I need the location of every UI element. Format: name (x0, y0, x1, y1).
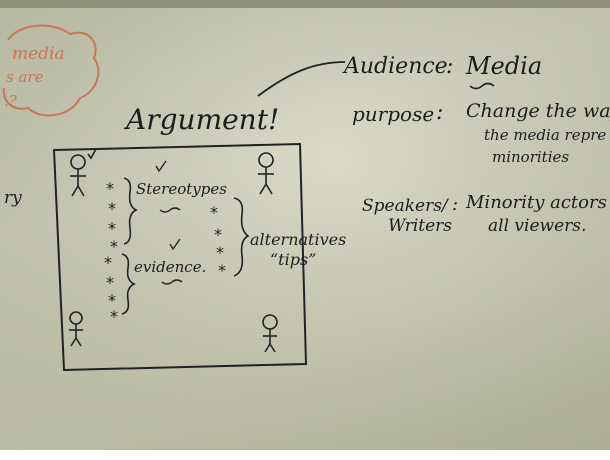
brace-evidence (121, 253, 136, 315)
svg-text:*: * (106, 179, 114, 198)
squiggle-stereotypes (159, 207, 181, 213)
purpose-line-1: Change the way (466, 100, 610, 122)
bottom-border (0, 450, 610, 460)
bubble-text-line-2: s are (6, 68, 44, 86)
argument-title: Argument! (126, 103, 280, 136)
stick-figure-bottom-left (69, 311, 83, 347)
asterisk-list-stereotypes: * * * * (106, 179, 118, 256)
check-evidence (169, 238, 181, 251)
svg-text:*: * (110, 237, 118, 256)
brace-stereotypes (123, 177, 138, 245)
bubble-text-line-1: media (12, 44, 65, 64)
speakers-value-line-2: all viewers. (488, 216, 587, 236)
box-label-tips: “tips” (270, 250, 317, 269)
svg-text:*: * (108, 199, 116, 218)
asterisk-list-alternatives: * * * * (210, 203, 226, 280)
speakers-label-line-2: Writers (388, 216, 453, 236)
box-label-alternatives: alternatives (250, 230, 347, 249)
stick-figure-top-right (258, 152, 274, 195)
svg-text:*: * (108, 291, 116, 310)
audience-colon: : (446, 54, 454, 79)
box-label-stereotypes: Stereotypes (136, 180, 227, 198)
svg-text:*: * (216, 243, 224, 262)
audience-label: Audience (344, 54, 448, 79)
squiggle-evidence (161, 279, 183, 285)
svg-text:*: * (108, 219, 116, 238)
audience-connector-line (257, 61, 346, 97)
stick-figure-bottom-right (262, 314, 278, 353)
board-top-edge (0, 0, 610, 8)
svg-text:*: * (214, 225, 222, 244)
left-edge-fragment: ry (4, 188, 22, 208)
speakers-label-line-1: Speakers/ (362, 196, 448, 216)
bubble-text-line-3: .? (4, 92, 17, 110)
purpose-colon: : (436, 100, 444, 125)
faded-thought-bubble (2, 24, 100, 117)
media-underline-squiggle (469, 82, 495, 90)
svg-text:*: * (210, 203, 218, 222)
asterisk-list-evidence: * * * * (104, 253, 118, 326)
svg-text:*: * (110, 307, 118, 326)
speakers-value-line-1: Minority actors & (466, 192, 610, 213)
svg-text:*: * (106, 273, 114, 292)
check-stereotypes (155, 160, 167, 173)
stick-figure-top-left (70, 148, 97, 197)
purpose-label: purpose (352, 102, 435, 126)
purpose-line-3: minorities (492, 148, 570, 166)
speakers-colon: : (452, 194, 459, 215)
audience-value: Media (466, 52, 543, 80)
box-label-evidence: evidence. (134, 258, 207, 276)
svg-text:*: * (218, 261, 226, 280)
svg-text:*: * (104, 253, 112, 272)
brace-alternatives (233, 197, 250, 277)
argument-box (52, 142, 308, 372)
purpose-line-2: the media repre (484, 126, 607, 144)
